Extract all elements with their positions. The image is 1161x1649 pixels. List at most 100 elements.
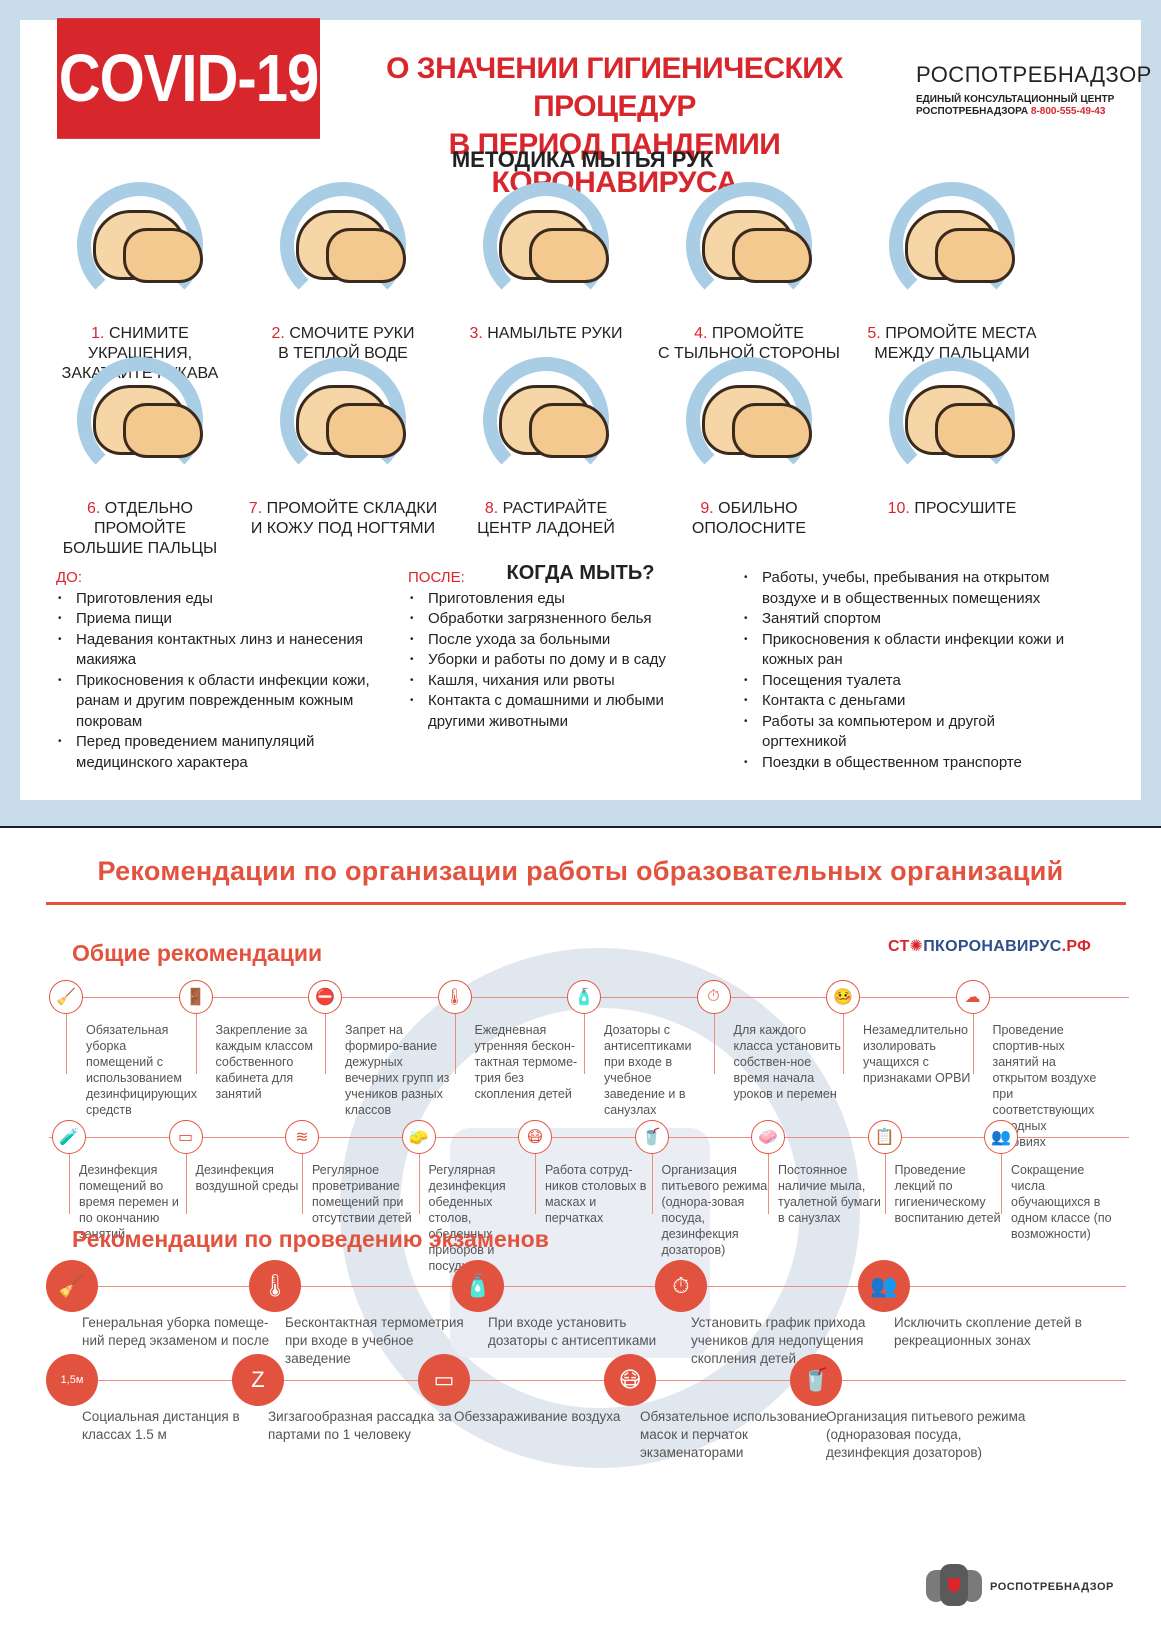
- step-line1: ПРОМОЙТЕ МЕСТА: [885, 325, 1037, 342]
- timeline-connector: [768, 1154, 769, 1214]
- step-number: 6.: [87, 500, 101, 517]
- stop-logo-part1: СТ: [888, 938, 910, 955]
- dispenser-icon: 🧴: [567, 980, 601, 1014]
- org-block: РОСПОТРЕБНАДЗОР ЕДИНЫЙ КОНСУЛЬТАЦИОННЫЙ …: [916, 62, 1152, 118]
- timeline-connector: [185, 1154, 187, 1214]
- timeline-connector: [195, 1014, 197, 1074]
- list-item: Приготовления еды: [408, 589, 718, 610]
- recommendation-text: Бесконтактная термометрия при входе в уч…: [285, 1315, 464, 1366]
- step-caption: 7. ПРОМОЙТЕ СКЛАДКИ И КОЖУ ПОД НОГТЯМИ: [243, 499, 443, 539]
- list-item: Контакта с деньгами: [742, 691, 1072, 712]
- recommendation-text: Обязательная уборка помещений с использо…: [86, 1023, 197, 1117]
- timeline-line: [46, 1286, 1126, 1287]
- list-item: Работы за компьютером и другой оргтехник…: [742, 712, 1072, 753]
- stop-logo-part3: .РФ: [1061, 938, 1092, 955]
- lecture-icon: 📋: [867, 1120, 902, 1154]
- step-line1: ОБИЛЬНО ОПОЛОСНИТЕ: [691, 500, 807, 537]
- dispenser-icon: 🧴: [452, 1260, 504, 1312]
- recommendation-text: Генеральная уборка помеще-ний перед экза…: [82, 1315, 270, 1348]
- cup-icon: 🥤: [790, 1354, 842, 1406]
- list-item: Перед проведением манипуляций медицинско…: [56, 732, 396, 773]
- thermometer-icon: 🌡: [437, 980, 472, 1014]
- cleaning-icon: 🧹: [46, 1260, 98, 1312]
- after-label: ПОСЛЕ:: [408, 569, 465, 586]
- poster-divider: [0, 826, 1161, 828]
- step-line1: ПРОМОЙТЕ СКЛАДКИ: [266, 500, 438, 517]
- recommendations-title: Рекомендации по организации работы образ…: [97, 856, 1064, 886]
- list-item: Занятий спортом: [742, 609, 1072, 630]
- step-9: 9. ОБИЛЬНО ОПОЛОСНИТЕ: [649, 345, 849, 539]
- list-item: Прикосновения к области инфекции кожи и …: [742, 630, 1072, 671]
- list-item: После ухода за больными: [408, 630, 718, 651]
- timeline-connector: [972, 1014, 974, 1074]
- mask-gloves-icon: 😷: [604, 1354, 656, 1406]
- poster-title-line1: О ЗНАЧЕНИИ ГИГИЕНИЧЕСКИХ ПРОЦЕДУР: [386, 52, 843, 123]
- hand-wash-illustration-icon: [65, 345, 215, 495]
- step-line1: РАСТИРАЙТЕ: [502, 500, 608, 517]
- step-number: 7.: [248, 500, 263, 517]
- watermark-school-icon: [450, 1128, 710, 1358]
- timeline-connector: [454, 1014, 456, 1074]
- outdoor-sport-icon: ☁: [955, 980, 990, 1014]
- recommendation-text: Установить график прихода учеников для н…: [691, 1315, 866, 1366]
- list-item: Посещения туалета: [742, 671, 1072, 692]
- no-groups-icon: ⛔: [308, 980, 342, 1014]
- footer-org: РОСПОТРЕБНАДЗОР: [926, 1556, 1114, 1618]
- recommendation-text: Для каждого класса установить собствен-н…: [733, 1023, 841, 1101]
- zigzag-icon: Z: [232, 1354, 284, 1406]
- timeline-connector: [843, 1014, 844, 1074]
- step-line1: ОТДЕЛЬНО ПРОМОЙТЕ: [94, 500, 193, 537]
- recommendation-text: Сокращение числа обучающихся в одном кла…: [1011, 1163, 1112, 1241]
- step-caption: 10. ПРОСУШИТЕ: [852, 499, 1052, 519]
- covid-badge: COVID-19: [57, 18, 320, 139]
- spray-icon: 🧪: [52, 1120, 86, 1154]
- step-caption: 3. НАМЫЛЬТЕ РУКИ: [446, 324, 646, 344]
- recommendation-text: Дозаторы с антисептиками при входе в уче…: [604, 1023, 692, 1117]
- step-line1: ПРОМОЙТЕ: [711, 325, 804, 342]
- recommendation-text: Проведение лекций по гигиеническому восп…: [894, 1163, 1001, 1225]
- ventilation-icon: ≋: [285, 1120, 319, 1154]
- hand-wash-illustration-icon: [877, 345, 1027, 495]
- exam-section-title: Рекомендации по проведению экзаменов: [72, 1226, 549, 1252]
- step-line1: ПРОСУШИТЕ: [914, 500, 1017, 517]
- step-number: 4.: [694, 325, 708, 342]
- timeline-line: [46, 1380, 1126, 1381]
- step-line2: МЕЖДУ ПАЛЬЦАМИ: [874, 345, 1030, 362]
- timeline-connector: [535, 1154, 536, 1214]
- org-phone: 8-800-555-49-43: [1030, 106, 1106, 117]
- step-number: 9.: [700, 500, 714, 517]
- timeline-connector: [1001, 1154, 1002, 1214]
- step-number: 8.: [484, 500, 499, 517]
- footer-org-name: РОСПОТРЕБНАДЗОР: [990, 1581, 1114, 1593]
- mask-gloves-icon: 😷: [518, 1120, 552, 1154]
- org-name: РОСПОТРЕБНАДЗОР: [916, 62, 1152, 87]
- list-item: Приготовления еды: [56, 589, 396, 610]
- cleaning-icon: 🧹: [49, 980, 83, 1014]
- timeline-connector: [713, 1014, 715, 1074]
- thermometer-icon: 🌡: [249, 1260, 301, 1312]
- stopcoronavirus-logo: СТ✺ПКОРОНАВИРУС.РФ: [888, 936, 1091, 956]
- recommendation-text: Социальная дистанция в классах 1.5 м: [82, 1409, 240, 1442]
- hand-wash-illustration-icon: [65, 170, 215, 320]
- step-line1: НАМЫЛЬТЕ РУКИ: [487, 325, 623, 342]
- step-line2: В ТЕПЛОЙ ВОДЕ: [278, 345, 408, 362]
- uv-lamp-icon: ▭: [418, 1354, 470, 1406]
- door-icon: 🚪: [178, 980, 213, 1014]
- other-list: Работы, учебы, пребывания на открытом во…: [742, 568, 1072, 773]
- step-line1: СНИМИТЕ УКРАШЕНИЯ,: [87, 325, 193, 362]
- uv-lamp-icon: ▭: [168, 1120, 203, 1154]
- method-title: МЕТОДИКА МЫТЬЯ РУК: [451, 147, 714, 172]
- step-line2: И КОЖУ ПОД НОГТЯМИ: [250, 520, 436, 537]
- recommendation-text: Обеззараживание воздуха: [454, 1409, 621, 1424]
- recommendation-text: Ежедневная утренняя бескон-тактная термо…: [474, 1023, 578, 1101]
- recommendation-text: Дезинфекция помещений во время перемен и…: [79, 1163, 179, 1241]
- org-sub-line2: РОСПОТРЕБНАДЗОРА: [916, 106, 1029, 117]
- timeline-connector: [651, 1154, 653, 1214]
- title-underline: [46, 902, 1126, 905]
- school-recommendations: Рекомендации по организации работы образ…: [0, 828, 1161, 1649]
- before-list: Приготовления едыПриема пищиНадевания ко…: [56, 589, 396, 774]
- timeline-line: [49, 1137, 1129, 1138]
